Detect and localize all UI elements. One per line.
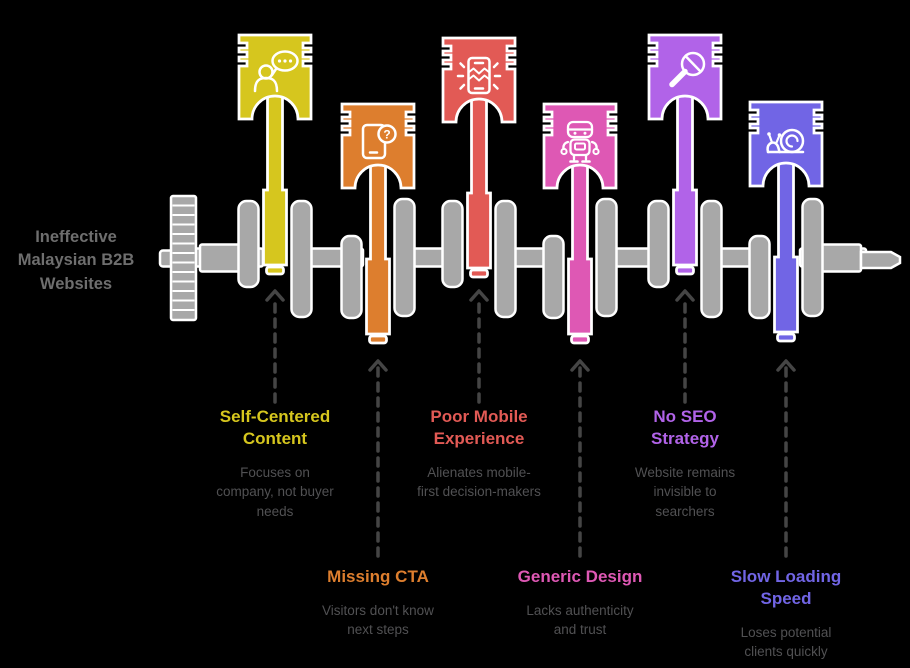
pointer-arrow-2 [368, 359, 388, 558]
pointer-arrow-5 [675, 289, 695, 404]
problem-description: Alienates mobile- first decision-makers [417, 465, 541, 500]
crankshaft [158, 194, 902, 322]
snail-icon [766, 128, 805, 154]
piston-no-seo-strategy [647, 33, 723, 276]
counterweight [340, 234, 363, 320]
problem-label: Slow Loading Speed [730, 567, 842, 609]
no-search-icon [669, 51, 706, 88]
piston-missing-cta: ? [340, 102, 416, 345]
shaft-end-tip [859, 250, 902, 270]
svg-text:?: ? [383, 128, 390, 142]
counterweight [700, 199, 723, 319]
robot-icon [560, 120, 600, 163]
counterweight [542, 234, 565, 320]
problem-description: Loses potential clients quickly [740, 625, 832, 660]
counterweight [647, 199, 670, 289]
counterweight [393, 197, 416, 318]
counterweight [595, 197, 618, 318]
person-speech-bubble-icon [253, 50, 299, 93]
cracked-phone-icon [456, 56, 502, 95]
problem-label: Generic Design [517, 567, 643, 586]
problem-block-generic-design: Generic Design Lacks authenticity and tr… [492, 566, 668, 639]
problem-description: Website remains invisible to searchers [634, 465, 736, 519]
problem-description: Focuses on company, not buyer needs [216, 465, 334, 519]
problem-label: Poor Mobile Experience [430, 407, 528, 449]
problem-block-self-centered-content: Self-Centered Content Focuses on company… [187, 406, 363, 521]
timing-gear [169, 194, 198, 322]
piston-self-centered-content [237, 33, 313, 276]
problem-description: Visitors don't know next steps [322, 603, 434, 638]
counterweight [748, 234, 771, 320]
piston-slow-loading-speed [748, 100, 824, 343]
problem-description: Lacks authenticity and trust [526, 603, 634, 638]
piston-generic-design [542, 102, 618, 345]
counterweight [290, 199, 313, 319]
problem-label: Missing CTA [327, 567, 429, 586]
pointer-arrows [265, 289, 796, 558]
phone-question-icon: ? [361, 123, 397, 160]
pointer-arrow-6 [776, 359, 796, 558]
problem-label: No SEO Strategy [650, 407, 720, 449]
problem-block-no-seo-strategy: No SEO Strategy Website remains invisibl… [597, 406, 773, 521]
pointer-arrow-4 [570, 359, 590, 558]
pointer-arrow-3 [469, 289, 489, 404]
counterweight [237, 199, 260, 289]
counterweight [441, 199, 464, 289]
problem-block-missing-cta: Missing CTA Visitors don't know next ste… [290, 566, 466, 639]
problem-label: Self-Centered Content [219, 407, 331, 449]
problem-block-slow-loading-speed: Slow Loading Speed Loses potential clien… [698, 566, 874, 662]
shaft-journal [198, 243, 245, 273]
diagram-title: Ineffective Malaysian B2B Websites [17, 228, 135, 293]
problem-block-poor-mobile-experience: Poor Mobile Experience Alienates mobile-… [391, 406, 567, 502]
piston-poor-mobile-experience [441, 36, 517, 279]
counterweight [801, 197, 824, 318]
pointer-arrow-1 [265, 289, 285, 404]
counterweight [494, 199, 517, 319]
